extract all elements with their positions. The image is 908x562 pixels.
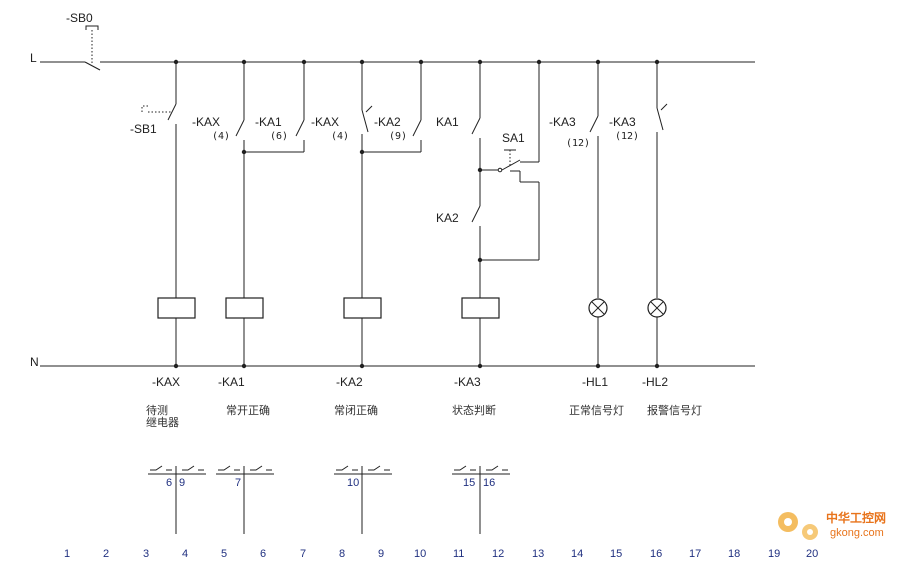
column-number: 11 [453, 548, 464, 560]
column-number: 14 [571, 548, 583, 560]
xref-ka3-left: 15 [463, 477, 475, 489]
column-number: 12 [492, 548, 504, 560]
column-number: 5 [221, 548, 227, 560]
contact-kax-1-label: -KAX [192, 115, 220, 129]
column-number: 8 [339, 548, 345, 560]
sb0-button [85, 25, 99, 30]
sb0-label: -SB0 [66, 11, 93, 25]
sb1-label: -SB1 [130, 122, 157, 136]
column-number: 2 [103, 548, 109, 560]
contact-ka3-2-ref: (12) [615, 131, 639, 142]
sb0-contact [84, 61, 101, 71]
xref-ka2: 10 [334, 465, 392, 534]
coil-ka2 [343, 297, 382, 319]
xref-ka2-left: 10 [347, 477, 359, 489]
device-desc-ka1: 常开正确 [226, 404, 270, 417]
contact-kax-2-ref: (4) [331, 131, 349, 142]
contact-kax-2-label: -KAX [311, 115, 339, 129]
rung-ka1: -KAX (4) -KA1 (6) [192, 62, 305, 366]
device-desc-kax-2: 继电器 [146, 416, 179, 429]
column-number: 6 [260, 548, 266, 560]
coil-ka3 [461, 297, 500, 319]
device-desc-ka3: 状态判断 [452, 403, 496, 417]
rung-hl2: -KA3 (12) [609, 62, 668, 366]
device-tag-ka2: -KA2 [336, 375, 363, 389]
coil-ka1 [225, 297, 264, 319]
power-rails: L -SB0 N [30, 11, 755, 369]
contact-kax-1-ref: (4) [212, 131, 230, 142]
contact-ka1-b-label: KA1 [436, 115, 459, 129]
contact-ka2-b-label: KA2 [436, 211, 459, 225]
xref-kax-left: 6 [166, 477, 172, 489]
watermark: 中华工控网 gkong.com [778, 510, 886, 540]
junctions-bottom [173, 363, 660, 369]
device-tag-hl1: -HL1 [582, 375, 608, 389]
rail-n-label: N [30, 355, 39, 369]
rung-hl1: -KA3 (12) [549, 62, 608, 366]
column-number: 16 [650, 548, 662, 560]
rung-ka3: SA1 KA1 KA2 [436, 62, 540, 366]
rung-ka2: -KAX (4) -KA2 (9) [311, 62, 422, 366]
column-numbers: 1 2 3 4 5 6 7 8 9 10 11 12 13 14 15 16 1… [64, 548, 818, 560]
device-tag-ka1: -KA1 [218, 375, 245, 389]
column-number: 18 [728, 548, 740, 560]
column-number: 7 [300, 548, 306, 560]
contact-ka1-ref: (6) [270, 131, 288, 142]
device-tag-hl2: -HL2 [642, 375, 668, 389]
device-desc-hl1: 正常信号灯 [569, 404, 624, 417]
contact-ka3-1-ref: (12) [566, 138, 590, 149]
xref-ka1-left: 7 [235, 477, 241, 489]
column-number: 13 [532, 548, 544, 560]
column-number: 15 [610, 548, 622, 560]
gear-icon [778, 512, 818, 540]
column-number: 1 [64, 548, 70, 560]
column-number: 19 [768, 548, 780, 560]
watermark-text: 中华工控网 [826, 510, 886, 525]
device-desc-kax-1: 待测 [146, 403, 168, 417]
watermark-url: gkong.com [830, 527, 884, 539]
column-number: 20 [806, 548, 818, 560]
xref-kax-right: 9 [179, 477, 185, 489]
device-labels: -KAX 待测 继电器 -KA1 常开正确 -KA2 常闭正确 -KA3 状态判… [146, 375, 702, 429]
contact-ka1-label: -KA1 [255, 115, 282, 129]
device-desc-hl2: 报警信号灯 [647, 403, 702, 417]
column-number: 9 [378, 548, 384, 560]
device-desc-ka2: 常闭正确 [334, 404, 378, 417]
column-number: 4 [182, 548, 188, 560]
xref-ka3: 15 16 [452, 465, 510, 534]
column-number: 10 [414, 548, 426, 560]
xref-kax: 6 9 [148, 465, 206, 534]
xref-ka3-right: 16 [483, 477, 495, 489]
device-tag-kax: -KAX [152, 375, 180, 389]
column-number: 3 [143, 548, 149, 560]
sa1-label: SA1 [502, 131, 525, 145]
rail-l-label: L [30, 51, 37, 65]
xref-ka1: 7 [216, 465, 274, 534]
coil-kax [157, 297, 196, 319]
contact-ka2-ref: (9) [389, 131, 407, 142]
column-number: 17 [689, 548, 701, 560]
contact-ka2-label: -KA2 [374, 115, 401, 129]
contact-ka3-1-label: -KA3 [549, 115, 576, 129]
device-tag-ka3: -KA3 [454, 375, 481, 389]
contact-ka3-2-label: -KA3 [609, 115, 636, 129]
rung-kax: -SB1 [130, 62, 196, 366]
